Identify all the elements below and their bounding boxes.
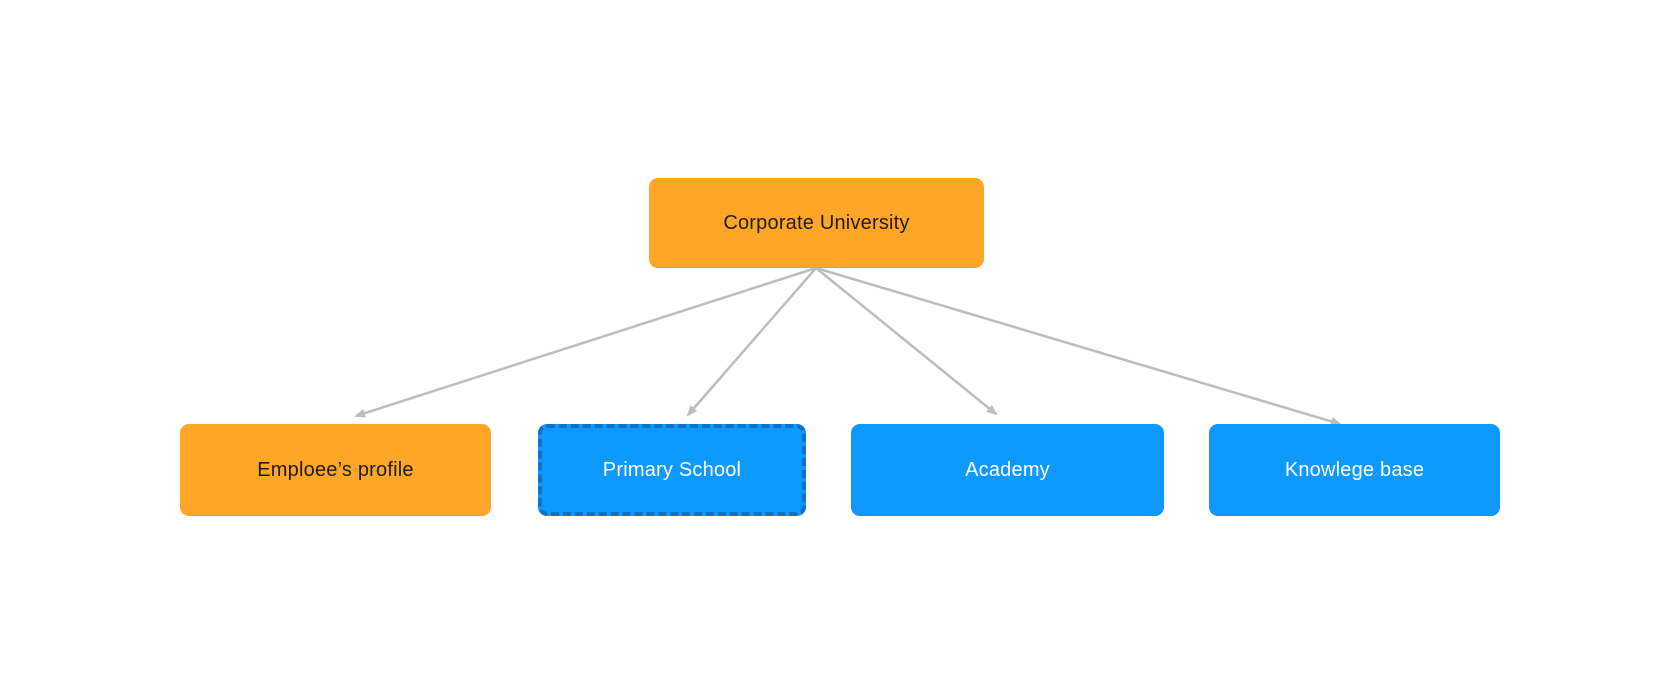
node-primary-school[interactable]: Primary School bbox=[538, 424, 806, 516]
node-academy[interactable]: Academy bbox=[851, 424, 1164, 516]
connector-to-primary-school[interactable] bbox=[686, 267, 817, 417]
connector-to-knowlege-base[interactable] bbox=[815, 266, 1342, 426]
node-primary-school-label: Primary School bbox=[602, 458, 742, 481]
connector-to-academy[interactable] bbox=[815, 267, 998, 416]
node-corporate-university[interactable]: Corporate University bbox=[649, 178, 984, 268]
node-academy-label: Academy bbox=[965, 458, 1050, 481]
node-corporate-university-label: Corporate University bbox=[723, 211, 910, 234]
node-knowlege-base[interactable]: Knowlege base bbox=[1209, 424, 1500, 516]
node-knowlege-base-label: Knowlege base bbox=[1284, 458, 1425, 481]
connector-to-emploees-profile[interactable] bbox=[354, 266, 817, 418]
node-emploees-profile-label: Emploee’s profile bbox=[257, 458, 414, 481]
node-emploees-profile[interactable]: Emploee’s profile bbox=[180, 424, 491, 516]
